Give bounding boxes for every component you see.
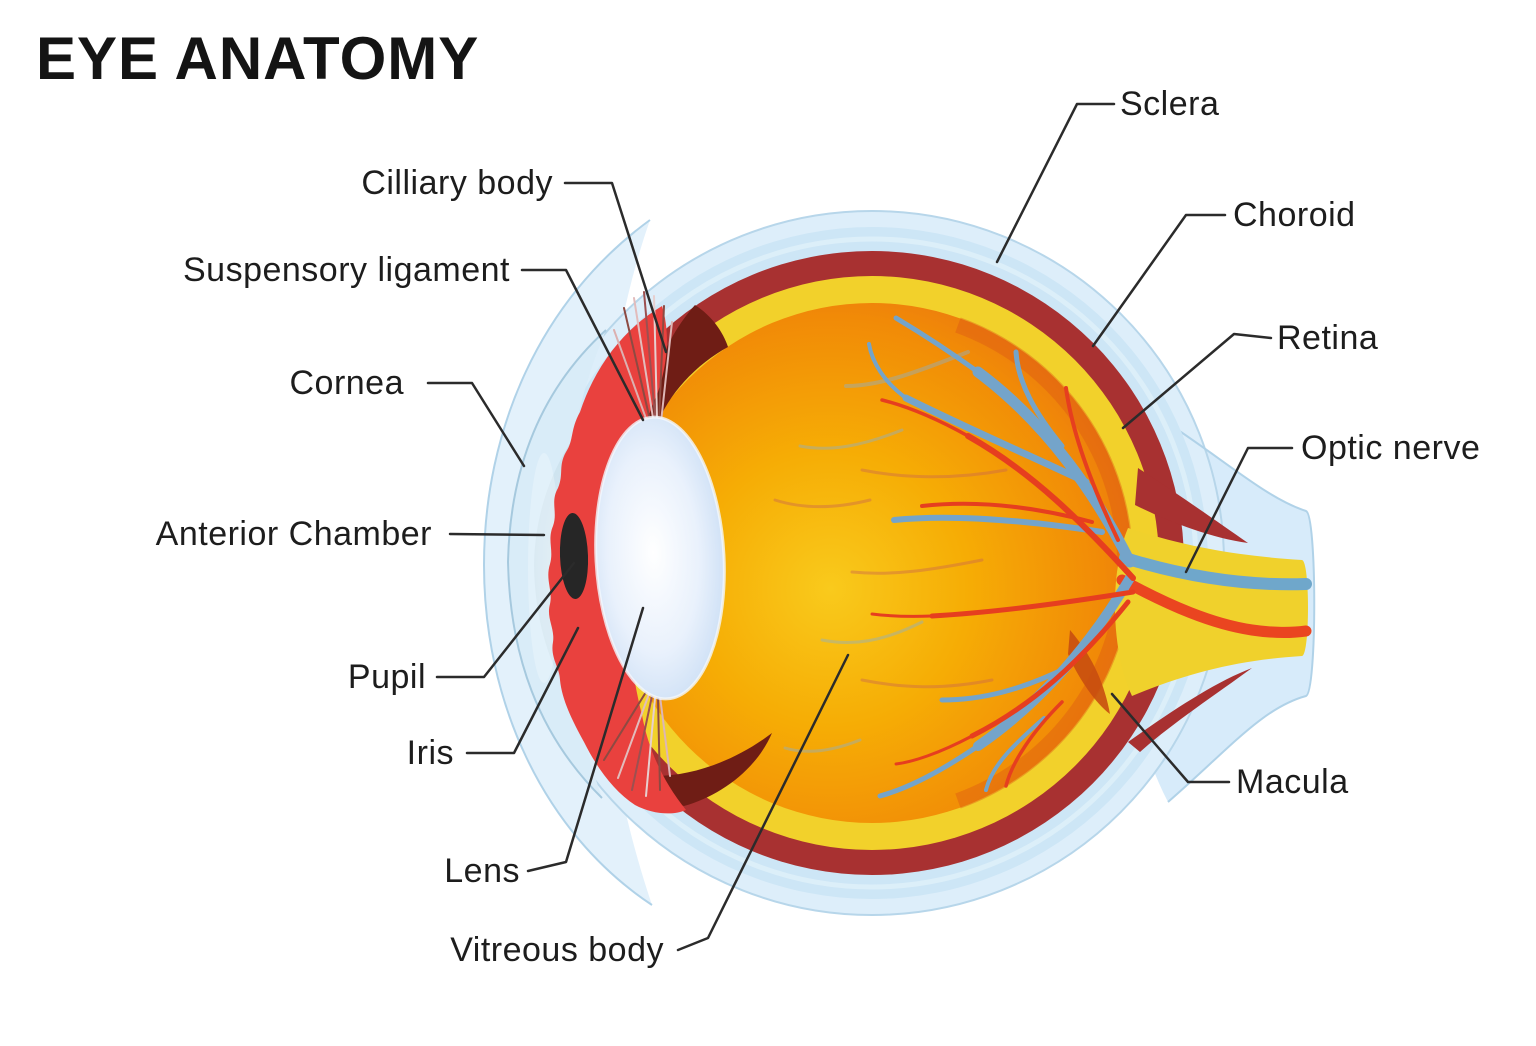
label-pupil: Pupil bbox=[347, 658, 426, 696]
label-lens: Lens bbox=[444, 852, 520, 890]
lens-shape bbox=[595, 417, 725, 699]
page-title: EYE ANATOMY bbox=[36, 25, 480, 92]
label-retina: Retina bbox=[1277, 319, 1379, 357]
leader-vitreous-body bbox=[676, 653, 850, 952]
leader-anterior-chamber bbox=[448, 532, 546, 537]
label-macula: Macula bbox=[1236, 763, 1349, 801]
pupil-shape bbox=[559, 513, 589, 599]
label-anterior-chamber: Anterior Chamber bbox=[155, 515, 432, 553]
leader-macula bbox=[1110, 692, 1231, 784]
label-choroid: Choroid bbox=[1233, 196, 1356, 234]
label-vitreous-body: Vitreous body bbox=[450, 931, 664, 969]
leader-sclera bbox=[995, 102, 1116, 264]
optic-nerve-shape bbox=[1114, 468, 1312, 752]
leader-suspensory-ligament bbox=[520, 268, 645, 422]
optic-vein-stripe bbox=[1119, 552, 1312, 591]
leader-lines bbox=[426, 102, 1294, 952]
label-optic-nerve: Optic nerve bbox=[1301, 429, 1481, 467]
leader-lens bbox=[526, 606, 645, 873]
lens-rim bbox=[594, 415, 726, 701]
artery-branches bbox=[870, 386, 1136, 788]
leader-iris bbox=[465, 626, 580, 755]
leader-retina bbox=[1121, 332, 1273, 430]
optic-artery-stripe bbox=[1116, 574, 1312, 638]
label-iris: Iris bbox=[406, 734, 454, 772]
label-cornea: Cornea bbox=[289, 364, 404, 402]
leader-choroid bbox=[1091, 213, 1227, 348]
leader-cornea bbox=[426, 381, 526, 468]
label-cilliary-body: Cilliary body bbox=[361, 164, 553, 202]
leader-pupil bbox=[435, 561, 576, 679]
leader-cilliary-body bbox=[563, 181, 668, 354]
leader-optic-nerve bbox=[1184, 446, 1294, 574]
ciliary-shadow bbox=[640, 305, 772, 806]
label-sclera: Sclera bbox=[1120, 85, 1220, 123]
retinal-vessels bbox=[773, 315, 1136, 799]
label-suspensory-ligament: Suspensory ligament bbox=[182, 251, 510, 289]
